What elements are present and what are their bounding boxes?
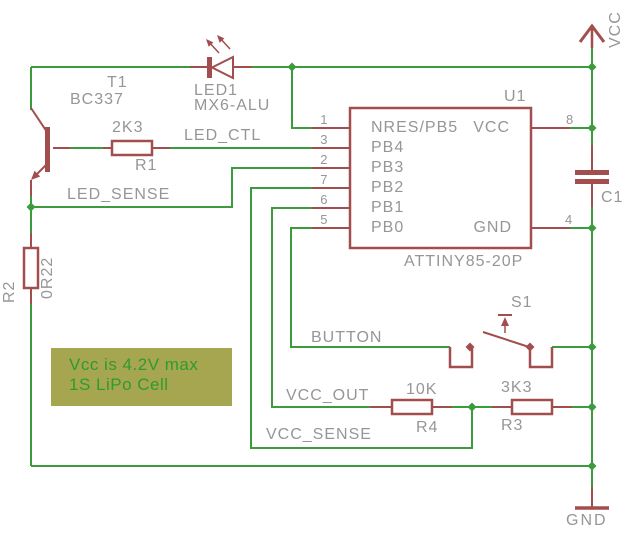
note-line2: 1S LiPo Cell: [69, 375, 169, 394]
pin-name-pb0: PB0: [371, 219, 405, 236]
net-label-led-ctl: LED_CTL: [184, 127, 262, 144]
s1-ref: S1: [511, 294, 533, 311]
r4-ref: R4: [416, 419, 439, 436]
junction-dot: [26, 202, 36, 212]
r3-ref: R3: [501, 417, 524, 434]
u1-value: ATTINY85-20P: [404, 253, 524, 270]
vcc-arrow-icon: [578, 23, 606, 48]
net-label-vcc-out: VCC_OUT: [286, 387, 370, 404]
npn-transistor-symbol: [30, 107, 50, 196]
led-cathode-bar: [207, 57, 212, 78]
pin-name-pb2: PB2: [371, 179, 405, 196]
note-annotation: Vcc is 4.2V max 1S LiPo Cell: [51, 348, 232, 406]
t1-value: BC337: [70, 91, 124, 108]
switch-pad-left: [448, 347, 474, 369]
net-label-led-sense: LED_SENSE: [67, 186, 171, 203]
switch-contact-dot: [525, 342, 535, 352]
junction-dot: [587, 223, 597, 233]
led-arrowhead-icon: [217, 35, 225, 43]
switch-symbol: [448, 314, 554, 369]
led1-ref: LED1: [194, 82, 239, 99]
pin-number-1: 1: [320, 112, 328, 127]
r4-value: 10K: [406, 381, 438, 398]
resistor-body-r1: [110, 139, 154, 157]
net-label-button: BUTTON: [311, 329, 383, 346]
r1-value: 2K3: [112, 119, 144, 136]
net-wires: [30, 46, 593, 487]
resistor-body-r4: [390, 398, 434, 416]
capacitor-symbol: [575, 170, 609, 184]
switch-blade: [482, 331, 530, 348]
transistor-base-bar: [45, 127, 50, 172]
junction-dots: [26, 62, 597, 471]
pin-name-pb4: PB4: [371, 139, 405, 156]
r2-value: 0R22: [39, 256, 56, 299]
led1-value: MX6-ALU: [194, 97, 271, 114]
junction-dot: [287, 62, 297, 72]
note-line1: Vcc is 4.2V max: [69, 355, 199, 374]
wire-segments: [30, 46, 593, 487]
u1-ref: U1: [504, 88, 527, 105]
junction-dot: [467, 402, 477, 412]
r2-ref: R2: [1, 280, 18, 303]
capacitor-plate: [575, 179, 609, 184]
pin-number-8: 8: [566, 112, 574, 127]
pin-name-nres-pb5: NRES/PB5: [371, 119, 459, 136]
led-triangle: [209, 55, 234, 80]
vcc-power-label: VCC: [607, 11, 624, 48]
component-pin-stubs: [30, 66, 593, 507]
switch-contact-dot: [465, 342, 475, 352]
pin-name-gnd: GND: [473, 219, 512, 236]
pin-number-7: 7: [320, 172, 328, 187]
c1-ref: C1: [601, 189, 624, 206]
ic-body: [348, 106, 533, 250]
pin-number-2: 2: [320, 152, 328, 167]
capacitor-plate: [575, 170, 609, 175]
t1-ref: T1: [107, 74, 128, 91]
pin-number-3: 3: [320, 132, 328, 147]
transistor-legs: [30, 107, 48, 196]
vcc-chevron: [578, 23, 606, 43]
pin-name-pb3: PB3: [371, 159, 405, 176]
pin-number-4: 4: [565, 212, 573, 227]
led-arrowhead-icon: [206, 39, 214, 47]
pin-number-6: 6: [320, 192, 328, 207]
pin-name-vcc: VCC: [473, 119, 510, 136]
led-symbol: [206, 35, 234, 80]
resistor-body-r2: [22, 246, 40, 290]
junction-dot: [587, 123, 597, 133]
pin-number-5: 5: [320, 212, 328, 227]
pin-name-pb1: PB1: [371, 199, 405, 216]
junction-dot: [587, 62, 597, 72]
resistor-body-r3: [510, 398, 554, 416]
emitter-arrow-icon: [31, 170, 41, 180]
r1-ref: R1: [135, 157, 158, 174]
switch-actuator-arrow-icon: [501, 317, 509, 326]
switch-pad-right: [528, 347, 554, 369]
junction-dot: [587, 402, 597, 412]
net-label-vcc-sense: VCC_SENSE: [266, 426, 372, 443]
pin-stub-segments: [30, 66, 593, 507]
gnd-power-label: GND: [566, 512, 608, 529]
junction-dot: [587, 461, 597, 471]
junction-dot: [587, 342, 597, 352]
r3-value: 3K3: [501, 379, 533, 396]
